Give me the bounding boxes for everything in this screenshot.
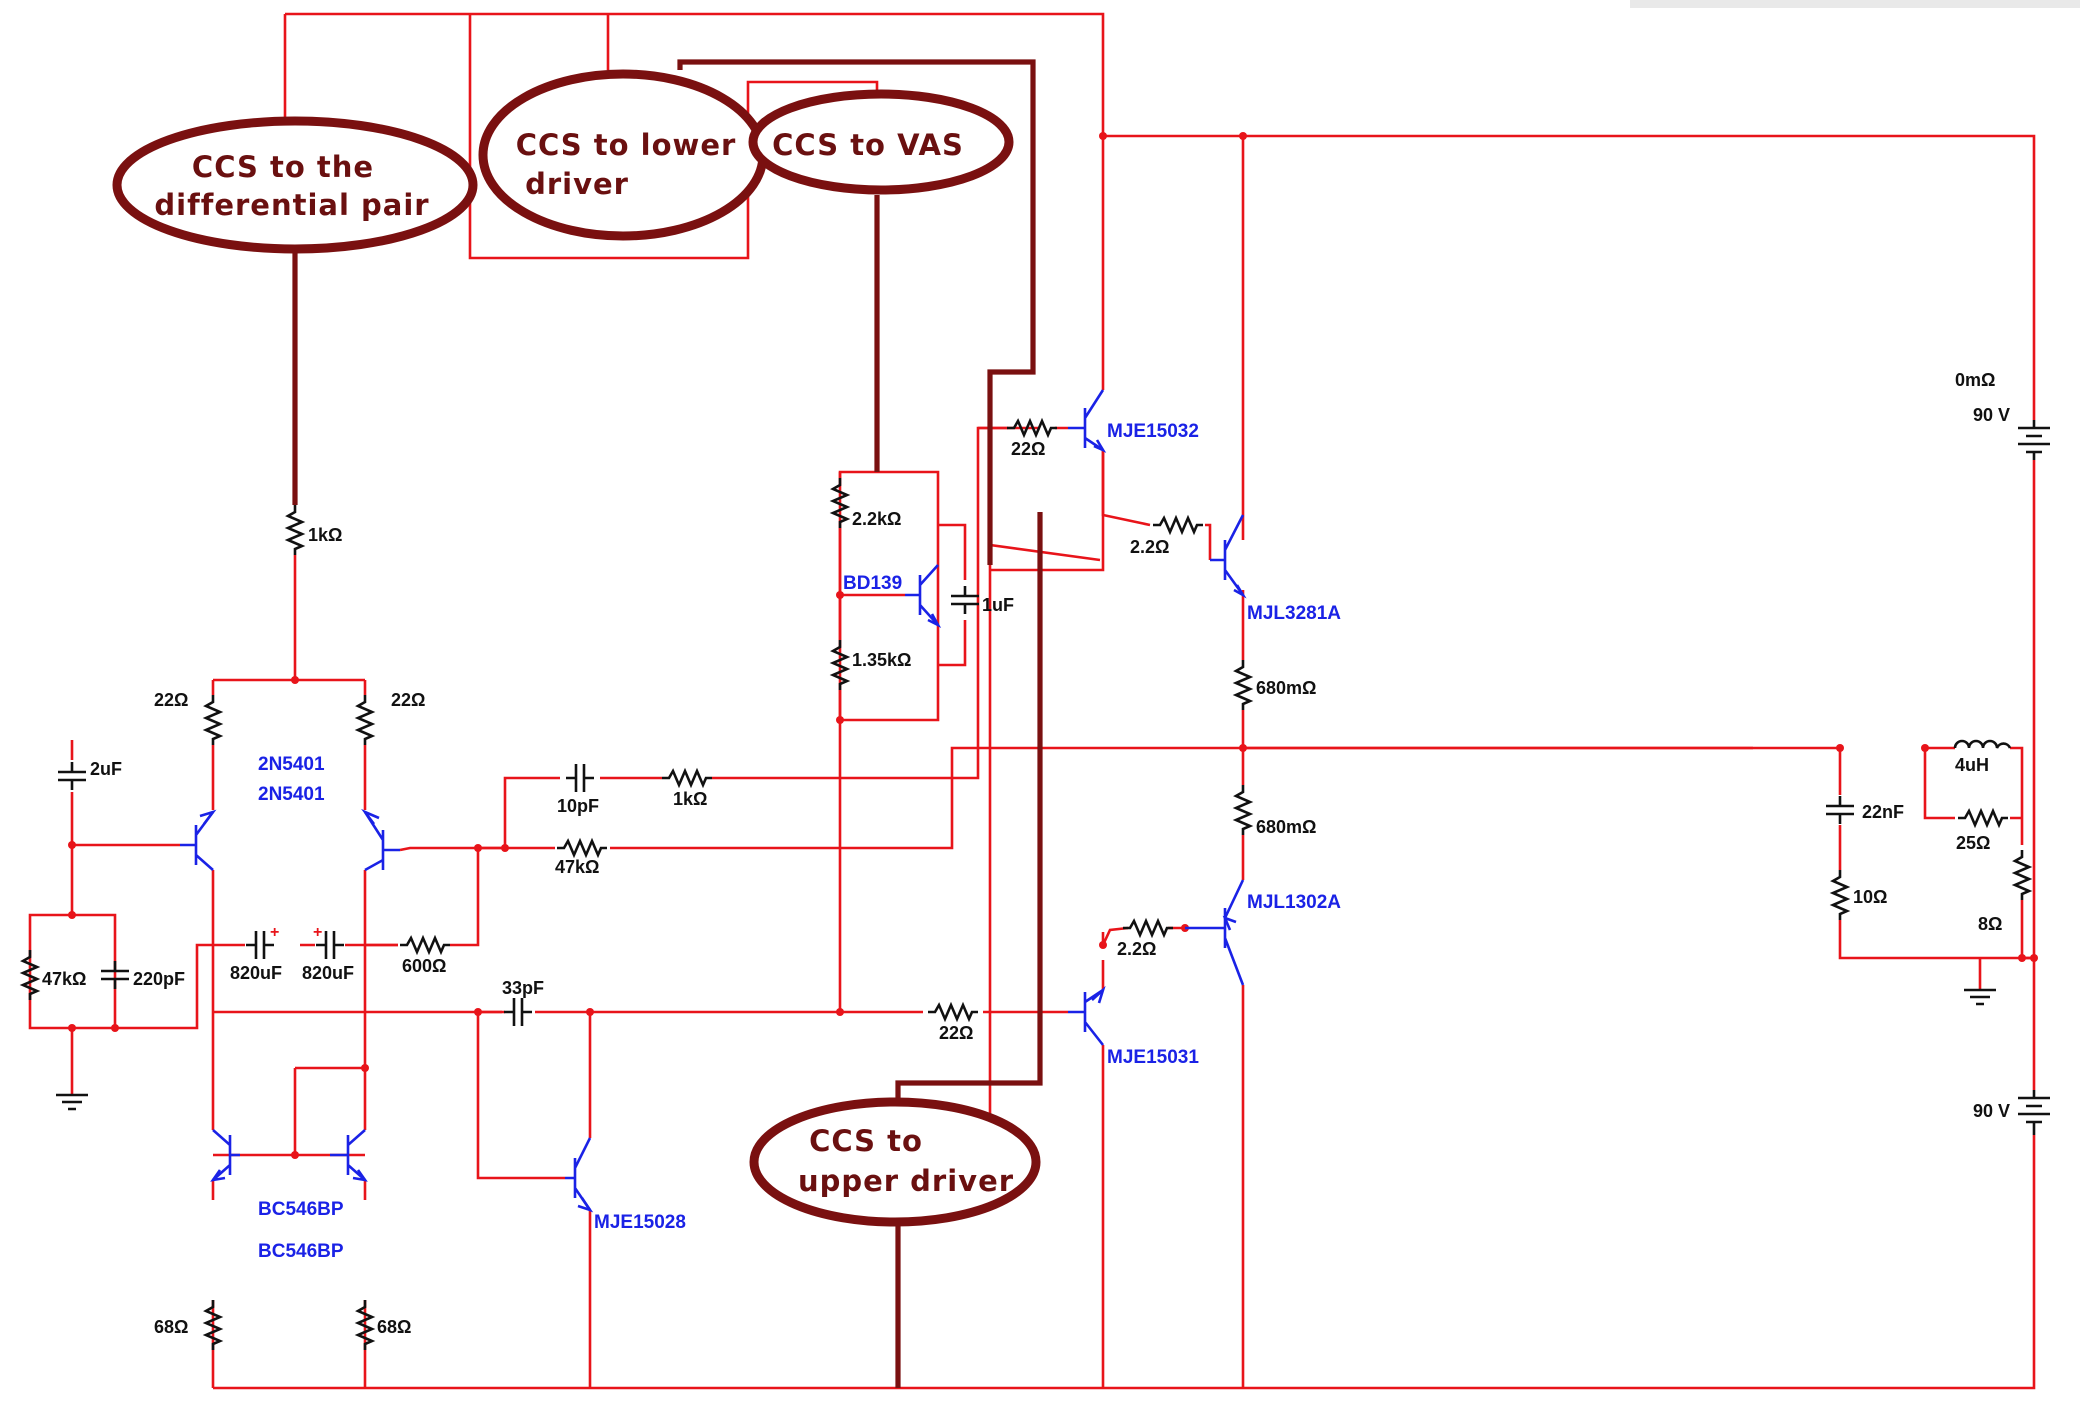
callout-ccs-vas: CCS to VAS: [748, 89, 1014, 195]
label-r-1-35k: 1.35kΩ: [852, 650, 911, 670]
label-r-600: 600Ω: [402, 956, 446, 976]
label-q-mirror-1: BC546BP: [258, 1199, 344, 1220]
top-right-strip: [1630, 0, 2080, 8]
callout-ccs-upper-line2: upper driver: [798, 1164, 1014, 1198]
resistor-47k-feedback: [555, 839, 609, 857]
resistor-8-load: [2013, 848, 2031, 902]
label-r-22-left: 22Ω: [154, 690, 188, 710]
label-c-10p: 10pF: [557, 796, 599, 816]
label-r-680m-top: 680mΩ: [1256, 678, 1316, 698]
label-q-drv-bot: MJE15031: [1107, 1047, 1199, 1068]
label-v-pos: 90 V: [1973, 405, 2010, 425]
label-r-2-2-top: 2.2Ω: [1130, 537, 1169, 557]
resistor-22-top: [1005, 419, 1059, 437]
label-q-vbe: BD139: [843, 573, 902, 594]
label-q-vas: MJE15028: [594, 1212, 686, 1233]
callout-ccs-lower: CCS to lower driver: [478, 69, 768, 241]
q-mirror-right: [330, 1129, 368, 1182]
callout-ccs-diff-line2: differential pair: [154, 188, 429, 222]
callout-ccs-diff: CCS to the differential pair: [112, 116, 478, 254]
callout-ccs-upper-line1: CCS to: [809, 1124, 923, 1158]
label-q-drv-top: MJE15032: [1107, 421, 1199, 442]
label-r-68-left: 68Ω: [154, 1317, 188, 1337]
transistors: [180, 389, 1247, 1213]
capacitor-22n: [1824, 794, 1856, 826]
q-diff-right: [361, 808, 400, 872]
label-r-22-right: 22Ω: [391, 690, 425, 710]
q-vas: [565, 1137, 594, 1213]
ccs-feed-lines: [292, 59, 1043, 1388]
capacitor-2u: [56, 760, 88, 792]
resistor-1k-feedback: [660, 769, 714, 787]
resistor-680m-top: [1234, 658, 1252, 712]
q-drv-top: [1068, 389, 1107, 453]
capacitor-10p: [564, 762, 596, 794]
label-r-10: 10Ω: [1853, 887, 1887, 907]
q-diff-left: [180, 809, 217, 871]
q-mirror-left: [210, 1129, 240, 1182]
resistor-22-left: [204, 693, 222, 747]
label-q-out-bot: MJL1302A: [1247, 892, 1341, 913]
capacitors: [56, 584, 1856, 1028]
label-c-1u: 1uF: [982, 595, 1014, 615]
polarity-plus-b: +: [313, 924, 322, 941]
resistor-10: [1831, 868, 1849, 922]
resistor-22-vas: [926, 1003, 980, 1021]
label-q-diff-1: 2N5401: [258, 754, 325, 775]
label-c-33p: 33pF: [502, 978, 544, 998]
junctions: [68, 132, 2038, 1159]
label-r-8: 8Ω: [1978, 914, 2002, 934]
q-drv-bot: [1068, 985, 1106, 1046]
resistor-600: [398, 936, 452, 954]
inductor-4u: [1953, 739, 2012, 749]
label-r-47k-in: 47kΩ: [42, 969, 86, 989]
resistor-2-2-top: [1151, 516, 1205, 534]
resistor-22-right: [356, 693, 374, 747]
q-out-top: [1210, 514, 1247, 599]
q-out-bot: [1185, 879, 1245, 986]
resistor-1k-tail: [286, 503, 304, 557]
label-q-diff-2: 2N5401: [258, 784, 325, 805]
label-r-batt-partial: 0mΩ: [1955, 370, 1995, 390]
label-q-out-top: MJL3281A: [1247, 603, 1341, 624]
polarity-plus-a: +: [270, 924, 279, 941]
label-c-820u-b: 820uF: [302, 963, 354, 983]
label-c-2u: 2uF: [90, 759, 122, 779]
label-c-220p: 220pF: [133, 969, 185, 989]
label-r-1k-fb: 1kΩ: [673, 789, 707, 809]
component-labels: 1kΩ 22Ω 22Ω 2uF 10pF 1kΩ 47kΩ 47kΩ 220pF…: [42, 370, 2010, 1337]
label-c-22n: 22nF: [1862, 802, 1904, 822]
callout-ccs-lower-line1: CCS to lower: [516, 128, 737, 162]
label-r-680m-bot: 680mΩ: [1256, 817, 1316, 837]
callout-ccs-lower-line2: driver: [525, 167, 629, 201]
callout-ccs-upper: CCS to upper driver: [749, 1097, 1041, 1227]
label-l-4u: 4uH: [1955, 755, 1989, 775]
label-r-25: 25Ω: [1956, 833, 1990, 853]
label-q-mirror-2: BC546BP: [258, 1241, 344, 1262]
wires: [28, 12, 2036, 1390]
label-r-22-top: 22Ω: [1011, 439, 1045, 459]
label-r-2-2k: 2.2kΩ: [852, 509, 901, 529]
label-r-2-2-bot: 2.2Ω: [1117, 939, 1156, 959]
transistor-labels: 2N5401 2N5401 BC546BP BC546BP BD139 MJE1…: [258, 421, 1341, 1262]
callout-ccs-vas-line1: CCS to VAS: [772, 128, 964, 162]
resistor-680m-bottom: [1234, 783, 1252, 837]
resistor-2-2-bottom: [1121, 919, 1175, 937]
capacitor-33p: [502, 996, 534, 1028]
label-r-22-vas: 22Ω: [939, 1023, 973, 1043]
capacitor-1u: [949, 584, 981, 616]
label-r-47k-fb: 47kΩ: [555, 857, 599, 877]
label-r-1k-tail: 1kΩ: [308, 525, 342, 545]
battery-pos: [2018, 420, 2050, 460]
label-v-neg: 90 V: [1973, 1101, 2010, 1121]
resistor-25: [1956, 809, 2010, 827]
q-vbe: [905, 564, 942, 629]
ground-output: [1964, 988, 1996, 1006]
label-c-820u-a: 820uF: [230, 963, 282, 983]
battery-neg: [2018, 1090, 2050, 1135]
label-r-68-right: 68Ω: [377, 1317, 411, 1337]
callout-ccs-diff-line1: CCS to the: [192, 150, 374, 184]
ground-input: [56, 1093, 88, 1111]
